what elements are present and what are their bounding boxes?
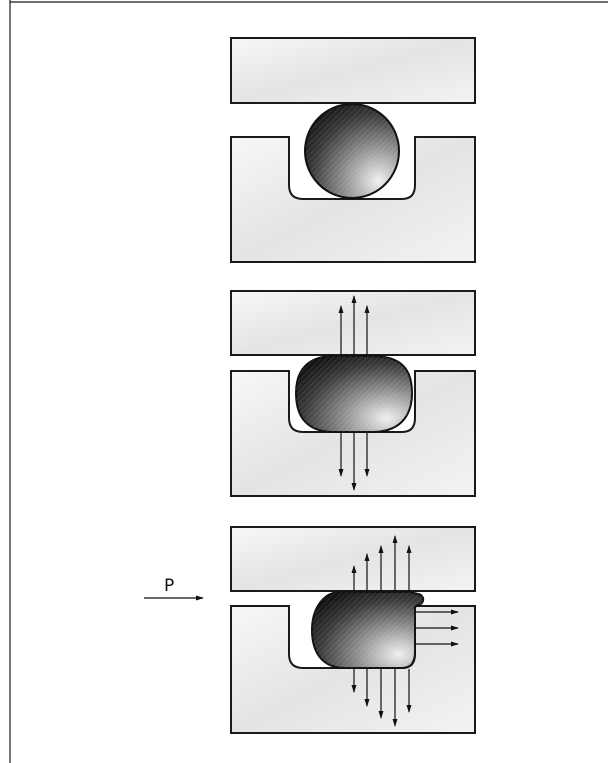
upper-block bbox=[230, 37, 476, 104]
lower-block-with-groove bbox=[230, 136, 476, 263]
panel-compressed bbox=[230, 290, 476, 497]
o-ring-seal-compressed bbox=[294, 355, 414, 433]
o-ring-seal bbox=[304, 103, 400, 199]
panel-uncompressed bbox=[230, 37, 476, 263]
upper-block bbox=[230, 526, 476, 592]
o-ring-seal-extruded bbox=[310, 591, 425, 669]
pressure-label: P bbox=[164, 576, 174, 596]
panel-pressurized: P bbox=[144, 526, 476, 734]
upper-block bbox=[230, 290, 476, 356]
